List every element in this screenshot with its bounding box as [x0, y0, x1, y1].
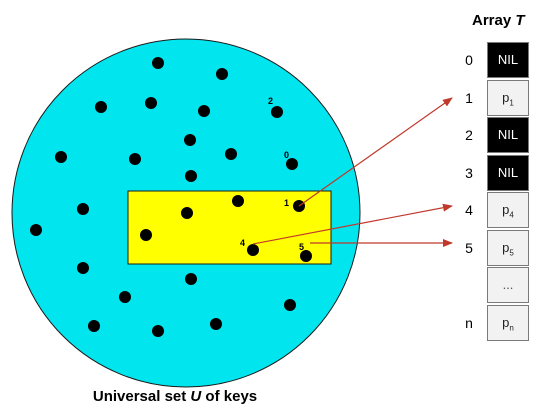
array-title: Array T: [472, 12, 549, 29]
key-label-4: 4: [240, 238, 245, 248]
caption-prefix: Universal set: [92, 388, 191, 405]
key-dot: [185, 273, 197, 285]
array-title-prefix: Array: [472, 12, 516, 29]
pointer-label: p: [502, 239, 510, 255]
array-index: 4: [465, 202, 473, 218]
key-dot: [216, 68, 228, 80]
key-dot: [77, 262, 89, 274]
key-dot: [119, 291, 131, 303]
key-dot: [30, 224, 42, 236]
key-dot: [152, 325, 164, 337]
key-dot: [284, 299, 296, 311]
key-dot: [210, 318, 222, 330]
pointer-subscript: 1: [509, 98, 514, 108]
array-cell: p4: [487, 192, 529, 228]
pointer-subscript: 5: [509, 248, 514, 258]
array-index: 1: [465, 89, 473, 106]
key-dot: [271, 106, 283, 118]
arrow-key-4: [252, 203, 453, 245]
key-dot: [185, 170, 197, 182]
ellipsis-label: ...: [502, 277, 514, 292]
key-dot: [184, 134, 196, 146]
key-label-1: 1: [284, 198, 289, 208]
nil-label: NIL: [497, 52, 519, 67]
key-dot: [225, 148, 237, 160]
array-index: 3: [465, 164, 473, 181]
universe-caption: Universal set U of keys: [20, 388, 330, 405]
pointer-subscript: 4: [509, 210, 514, 220]
key-dot: [95, 101, 107, 113]
key-dot: [55, 151, 67, 163]
nil-label: NIL: [497, 164, 519, 180]
array-cell: pn: [487, 304, 529, 341]
key-dot: [152, 57, 164, 69]
array-index: 5: [465, 239, 473, 256]
pointer-label: p: [502, 314, 510, 330]
key-dot: [232, 195, 244, 207]
caption-var: U: [190, 388, 202, 405]
arrow-key-1: [298, 97, 453, 207]
key-dot-4: [247, 244, 259, 256]
caption-suffix: of keys: [201, 388, 258, 405]
array-cell: ...: [487, 267, 529, 303]
key-dot: [181, 207, 193, 219]
array-index: n: [465, 314, 473, 331]
key-dot: [198, 105, 210, 117]
key-label-2: 2: [268, 96, 273, 106]
key-label-0: 0: [284, 150, 289, 160]
key-dot: [286, 158, 298, 170]
pointer-subscript: n: [509, 323, 514, 333]
key-dot: [77, 203, 89, 215]
array-title-var: T: [515, 12, 525, 29]
array-cell: p1: [487, 79, 529, 116]
nil-label: NIL: [497, 127, 519, 142]
array-cell: NIL: [487, 154, 529, 191]
pointer-label: p: [502, 202, 510, 217]
key-dot: [129, 153, 141, 165]
array-index: 0: [465, 52, 473, 68]
key-dot: [140, 229, 152, 241]
key-dot: [145, 97, 157, 109]
pointer-label: p: [502, 89, 510, 105]
array-index: 2: [465, 127, 473, 143]
array-cell: NIL: [487, 117, 529, 153]
key-dot: [88, 320, 100, 332]
unused-keys: [30, 57, 298, 337]
key-dot-5: [300, 250, 312, 262]
key-label-5: 5: [299, 242, 304, 252]
array-cell: p5: [487, 229, 529, 266]
array-cell: NIL: [487, 42, 529, 78]
